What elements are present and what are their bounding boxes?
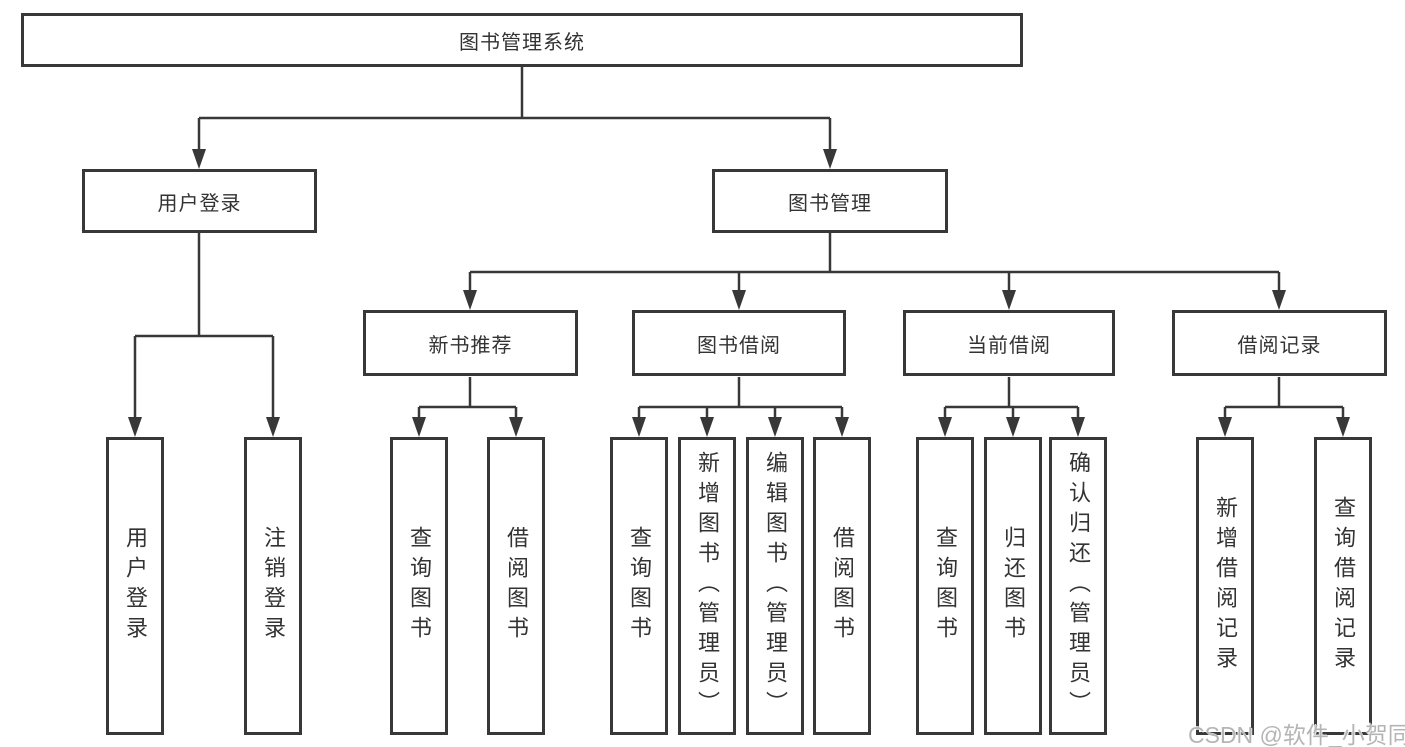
node-query-books-borrowing: 查询图书	[610, 437, 668, 735]
node-label: 用户登录	[157, 192, 242, 215]
node-label: 查询借阅记录	[1331, 496, 1356, 676]
node-user-login-leaf: 用户登录	[106, 437, 164, 735]
node-return-books: 归还图书	[984, 437, 1042, 735]
node-borrow-books-leaf: 借阅图书	[813, 437, 871, 735]
node-label: 注销登录	[261, 526, 286, 646]
arrowheads	[128, 149, 1350, 437]
node-current-borrowing: 当前借阅	[903, 310, 1115, 376]
node-label: 编辑图书（管理员）	[763, 451, 788, 721]
node-book-management: 图书管理	[712, 169, 948, 233]
node-label: 图书管理	[788, 192, 872, 215]
node-library-management-system: 图书管理系统	[21, 13, 1023, 67]
node-borrow-books-recommend: 借阅图书	[487, 437, 545, 735]
node-borrowing-records: 借阅记录	[1172, 310, 1387, 376]
node-label: 归还图书	[1001, 526, 1026, 646]
node-query-books-current: 查询图书	[916, 437, 974, 735]
node-label: 用户登录	[123, 526, 148, 646]
node-user-login: 用户登录	[82, 169, 317, 233]
node-confirm-return-admin: 确认归还（管理员）	[1049, 437, 1107, 735]
node-label: 借阅图书	[504, 526, 529, 646]
node-logout-leaf: 注销登录	[244, 437, 302, 735]
node-label: 当前借阅	[967, 334, 1051, 357]
node-label: 新书推荐	[428, 334, 513, 357]
csdn-watermark: CSDN @软件_小贺同学	[1188, 722, 1405, 747]
node-label: 图书借阅	[697, 334, 781, 357]
node-label: 查询图书	[933, 526, 958, 646]
node-label: 借阅图书	[830, 526, 855, 646]
node-query-books-recommend: 查询图书	[390, 437, 448, 735]
node-add-books-admin: 新增图书（管理员）	[678, 437, 736, 735]
node-label: 图书管理系统	[459, 31, 585, 54]
node-label: 查询图书	[627, 526, 652, 646]
node-label: 借阅记录	[1237, 334, 1322, 357]
node-book-borrowing: 图书借阅	[632, 310, 846, 376]
node-edit-books-admin: 编辑图书（管理员）	[746, 437, 804, 735]
node-add-borrow-record: 新增借阅记录	[1196, 437, 1254, 735]
node-query-borrow-record: 查询借阅记录	[1314, 437, 1372, 735]
node-new-book-recommend: 新书推荐	[363, 310, 578, 376]
node-label: 确认归还（管理员）	[1066, 451, 1091, 721]
node-label: 查询图书	[407, 526, 432, 646]
node-label: 新增借阅记录	[1213, 496, 1238, 676]
node-label: 新增图书（管理员）	[695, 451, 720, 721]
